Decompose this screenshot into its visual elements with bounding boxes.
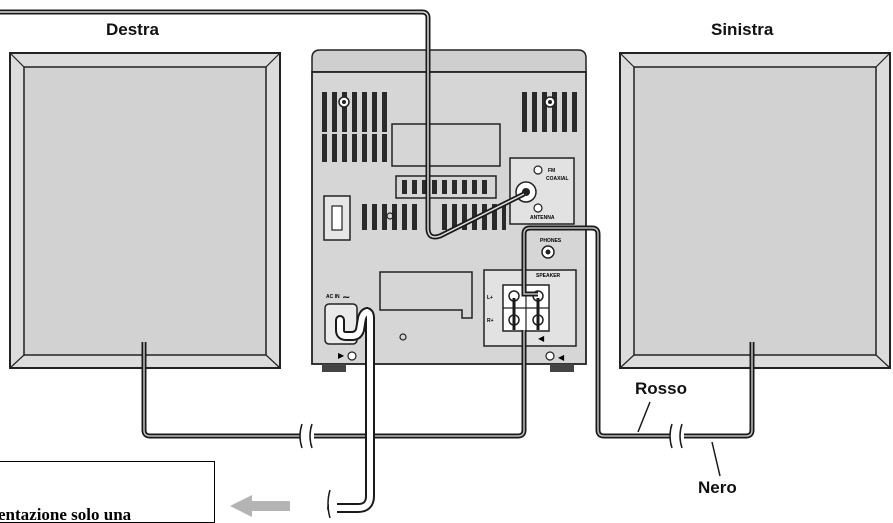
fm-label: FM bbox=[548, 168, 555, 174]
note-text: entazione solo una bbox=[0, 505, 132, 523]
phones-label: PHONES bbox=[540, 238, 562, 244]
ac-in-label: AC IN bbox=[326, 294, 340, 300]
svg-text:◀: ◀ bbox=[558, 353, 565, 362]
left-speaker-cable bbox=[521, 225, 755, 477]
antenna-cable bbox=[0, 9, 526, 240]
power-cord bbox=[327, 307, 375, 518]
right-speaker bbox=[9, 52, 281, 369]
l-plus-label: L+ bbox=[487, 295, 493, 301]
svg-text:▶: ▶ bbox=[338, 351, 345, 360]
coaxial-label: COAXIAL bbox=[546, 176, 569, 182]
left-speaker-label: Sinistra bbox=[711, 20, 774, 39]
svg-text:◀: ◀ bbox=[538, 334, 545, 343]
vent-grille bbox=[318, 92, 388, 132]
direction-arrow bbox=[230, 495, 290, 517]
right-speaker-cable bbox=[141, 298, 540, 449]
main-unit-rear: FM COAXIAL ANTENNA PHONES SPEAKER L+ R+ … bbox=[311, 49, 587, 372]
r-plus-label: R+ bbox=[487, 318, 494, 324]
right-speaker-label: Destra bbox=[106, 20, 159, 39]
svg-text:~: ~ bbox=[342, 292, 350, 303]
antenna-label: ANTENNA bbox=[530, 215, 555, 221]
note-box: entazione solo una bbox=[0, 461, 215, 523]
black-wire-pointer bbox=[711, 441, 721, 477]
left-speaker bbox=[619, 52, 891, 369]
black-wire-label: Nero bbox=[698, 478, 737, 497]
speaker-label: SPEAKER bbox=[536, 273, 561, 279]
red-wire-pointer bbox=[637, 401, 651, 433]
red-wire-label: Rosso bbox=[635, 379, 687, 398]
